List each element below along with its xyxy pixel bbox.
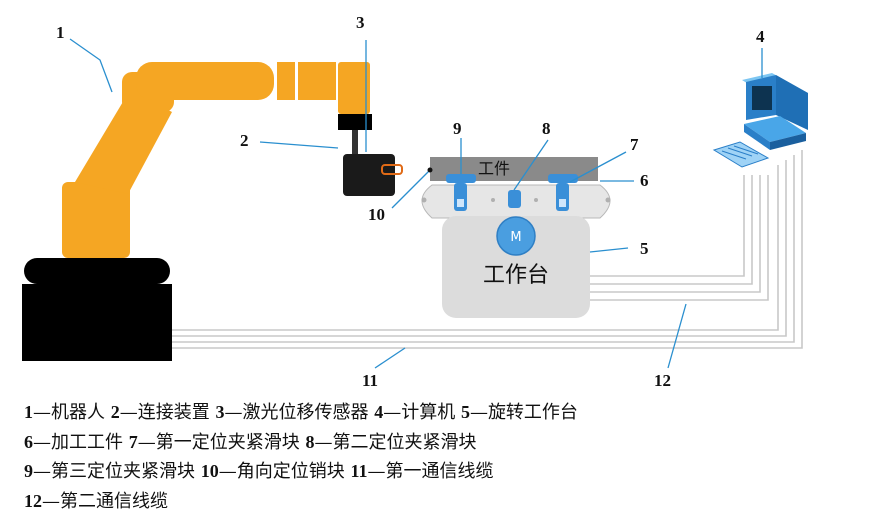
motor-label: M: [510, 230, 521, 245]
legend-text: —机器人: [33, 402, 105, 423]
label-10: 10: [368, 205, 385, 224]
robot-arm-link: [75, 90, 172, 194]
label-6: 6: [640, 171, 649, 190]
clamp-slider-1: [548, 174, 578, 211]
legend-text: —角向定位销块: [218, 461, 345, 482]
legend-item: 9—第三定位夹紧滑块: [24, 461, 195, 482]
cable-11: [170, 150, 803, 349]
legend-text: —激光位移传感器: [224, 402, 369, 423]
laser-emitter: [381, 164, 403, 175]
robot-wrist-seg1: [277, 62, 295, 100]
legend-text: —第一定位夹紧滑块: [137, 431, 300, 453]
legend-item: 4—计算机: [374, 402, 455, 423]
fixture-holes: [421, 197, 611, 203]
legend-line: 1—机器人 2—连接装置 3—激光位移传感器 4—计算机 5—旋转工作台: [24, 398, 874, 428]
legend-item: 11—第一通信线缆: [350, 461, 493, 482]
workpiece-label: 工件: [478, 159, 510, 178]
legend-number: 1: [24, 402, 33, 422]
connector-device: [338, 114, 372, 130]
rotary-table: [442, 216, 590, 318]
legend-text: —加工工件: [33, 431, 123, 453]
legend-number: 8: [305, 431, 315, 452]
label-8: 8: [542, 119, 551, 138]
label-2: 2: [240, 131, 249, 150]
legend-number: 11: [350, 461, 368, 481]
legend-number: 3: [215, 402, 225, 422]
keyboard: [712, 141, 770, 168]
robot-base-ring: [24, 258, 170, 284]
legend-item: 3—激光位移传感器: [215, 402, 368, 423]
legend-number: 7: [128, 431, 138, 452]
connector-rod: [352, 130, 358, 154]
robot-base-plate: [22, 284, 172, 361]
legend-number: 12: [24, 490, 42, 511]
clamp-slider-2: [508, 190, 521, 208]
legend-line: 9—第三定位夹紧滑块 10—角向定位销块 11—第一通信线缆: [24, 457, 874, 487]
legend-text: —第二通信线缆: [42, 490, 168, 512]
legend-item: 7—第一定位夹紧滑块: [129, 432, 300, 453]
robot-lower-link: [62, 182, 130, 258]
legend-number: 5: [460, 402, 470, 422]
legend-item: 12—第二通信线缆: [24, 491, 168, 512]
computer: [712, 73, 808, 168]
robot-wrist-down: [338, 62, 370, 114]
label-11: 11: [362, 371, 378, 390]
legend-number: 2: [110, 402, 120, 422]
legend-line: 6—加工工件 7—第一定位夹紧滑块 8—第二定位夹紧滑块: [24, 428, 874, 458]
clamp-slider-3: [446, 174, 476, 211]
legend-item: 10—角向定位销块: [201, 461, 345, 482]
laser-sensor: [343, 154, 395, 196]
legend-text: —旋转工作台: [469, 402, 578, 423]
cable-12: [588, 175, 769, 301]
label-9: 9: [453, 119, 462, 138]
legend-number: 6: [24, 431, 33, 452]
legend-line: 12—第二通信线缆: [24, 487, 874, 517]
legend-text: —第三定位夹紧滑块: [33, 461, 195, 482]
legend-item: 8—第二定位夹紧滑块: [305, 432, 476, 453]
label-4: 4: [756, 27, 765, 46]
legend-text: —连接装置: [119, 402, 210, 423]
legend-number: 10: [200, 461, 219, 481]
legend-item: 5—旋转工作台: [461, 402, 578, 423]
label-5: 5: [640, 239, 649, 258]
legend-text: —计算机: [383, 402, 456, 423]
table-label: 工作台: [483, 263, 549, 288]
legend-item: 2—连接装置: [111, 402, 210, 423]
legend-item: 6—加工工件: [24, 432, 123, 453]
legend-text: —第一通信线缆: [367, 461, 494, 482]
leader-lines: [69, 38, 763, 369]
locating-pin-10: [427, 167, 433, 173]
robot: [22, 62, 370, 361]
legend-number: 9: [24, 461, 33, 481]
legend-item: 1—机器人: [24, 402, 105, 423]
legend-number: 4: [374, 402, 384, 422]
motor: [496, 216, 536, 256]
robot-upper-arm: [136, 62, 274, 100]
label-3: 3: [356, 13, 365, 32]
system-diagram: 工件 M 工作台: [22, 13, 808, 390]
robot-wrist-seg2: [298, 62, 336, 100]
label-7: 7: [630, 135, 639, 154]
legend-text: —第二定位夹紧滑块: [314, 431, 477, 453]
label-12: 12: [654, 371, 671, 390]
label-1: 1: [56, 23, 65, 42]
